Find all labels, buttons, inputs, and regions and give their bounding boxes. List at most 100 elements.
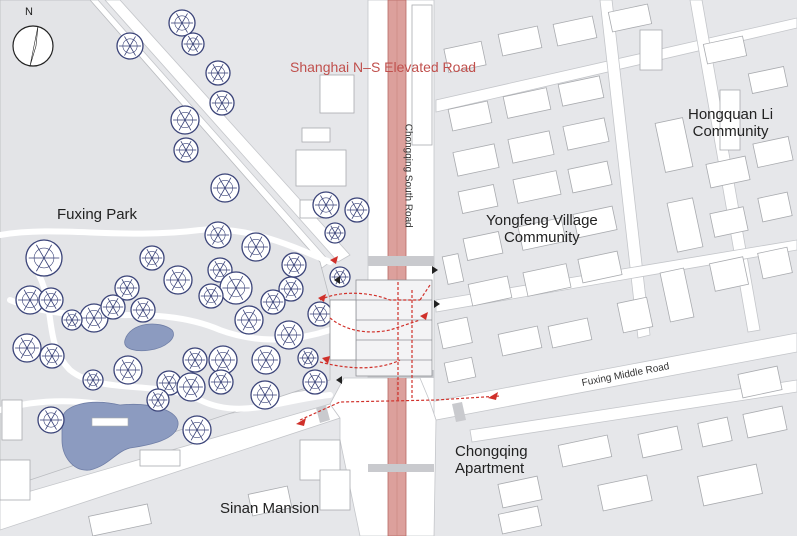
- building: [637, 425, 683, 459]
- route-loop: [329, 317, 421, 333]
- building: [562, 117, 610, 151]
- building: [497, 505, 543, 535]
- building: [747, 66, 789, 94]
- building: [705, 155, 751, 189]
- building: [557, 75, 605, 107]
- tree-icon: [37, 406, 65, 434]
- building: [757, 246, 793, 280]
- building: [411, 4, 433, 146]
- building: [247, 485, 293, 517]
- building: [616, 296, 654, 334]
- building: [437, 316, 473, 350]
- route-arrow-icon: [330, 256, 338, 264]
- building: [708, 256, 750, 292]
- fuxing-park-label: Fuxing Park: [57, 206, 138, 223]
- tree-icon: [116, 32, 144, 60]
- building: [443, 356, 477, 384]
- chongqing-apartment-label: Chongqing Apartment: [455, 443, 528, 478]
- route-arrow-icons: [296, 256, 498, 426]
- route-north: [319, 292, 420, 301]
- building: [497, 325, 543, 357]
- tree-icon: [100, 294, 126, 320]
- building: [552, 15, 598, 47]
- yongfeng-line-1: Yongfeng Village: [486, 212, 598, 229]
- compass-icon: [12, 25, 54, 67]
- building: [517, 217, 567, 251]
- building: [1, 399, 23, 441]
- tree-icon: [39, 343, 65, 369]
- building: [441, 253, 465, 285]
- tree-icon: [344, 197, 370, 223]
- building: [301, 127, 331, 143]
- building: [639, 29, 663, 71]
- tree-icon: [181, 32, 205, 56]
- route-east: [419, 284, 431, 301]
- tree-icon: [210, 173, 240, 203]
- pedestrian-route: [299, 282, 501, 421]
- tree-icon: [139, 245, 165, 271]
- building: [467, 275, 513, 307]
- route-arrow-icon: [318, 294, 326, 302]
- building: [709, 206, 749, 238]
- tree-icon: [312, 191, 340, 219]
- building: [462, 231, 504, 261]
- tree-icon: [12, 333, 42, 363]
- building: [447, 100, 493, 132]
- chongqing-apt-line-2: Apartment: [455, 460, 525, 478]
- building: [443, 40, 487, 74]
- tree-icon: [168, 9, 196, 37]
- elevated-road: [387, 0, 407, 536]
- building: [654, 117, 694, 173]
- building: [572, 205, 618, 239]
- building: [0, 459, 31, 501]
- tree-icon: [324, 222, 346, 244]
- tree-icon: [274, 320, 304, 350]
- station-platform: [355, 279, 433, 377]
- building: [597, 474, 653, 512]
- tree-icon: [250, 380, 280, 410]
- tree-icon: [82, 369, 104, 391]
- building: [139, 449, 181, 467]
- chongqing-road-label: Chongqing South Road: [402, 123, 414, 228]
- building: [577, 250, 623, 284]
- view-marker-icon: [432, 266, 438, 274]
- tree-icon: [170, 105, 200, 135]
- tree-icon: [209, 90, 235, 116]
- tree-icon: [113, 355, 143, 385]
- tree-icon: [207, 257, 233, 283]
- building: [512, 170, 562, 204]
- tree-icon: [208, 369, 234, 395]
- tree-icon: [182, 347, 208, 373]
- tree-icon: [156, 370, 182, 396]
- building: [737, 365, 783, 399]
- hongquan-line-1: Hongquan Li: [688, 106, 774, 123]
- tree-icon: [297, 347, 319, 369]
- building: [702, 35, 748, 65]
- compass-north-label: N: [25, 6, 33, 18]
- tree-icon: [173, 137, 199, 163]
- building: [502, 87, 552, 119]
- building: [457, 184, 499, 214]
- building: [497, 475, 543, 509]
- tree-icon: [176, 372, 206, 402]
- chongqing-apt-line-1: Chongqing: [455, 443, 528, 460]
- tree-icon: [281, 252, 307, 278]
- tree-icon: [278, 276, 304, 302]
- building: [752, 136, 794, 168]
- building: [295, 149, 347, 187]
- building: [547, 317, 593, 349]
- building: [697, 463, 763, 507]
- east-street-2: [599, 0, 651, 339]
- tree-icon: [251, 345, 281, 375]
- tree-icon: [204, 221, 232, 249]
- nw-diagonal-road: [104, 0, 351, 263]
- sinan-mansion-label: Sinan Mansion: [220, 500, 320, 517]
- crosswalk-south: [368, 464, 434, 472]
- building-group: [0, 3, 794, 536]
- route-arrow-icon: [420, 312, 428, 320]
- building: [659, 267, 695, 323]
- pond-pavilion: [91, 417, 129, 427]
- tree-icon: [25, 239, 63, 277]
- building: [319, 469, 351, 511]
- hongquan-line-2: Community: [692, 123, 769, 141]
